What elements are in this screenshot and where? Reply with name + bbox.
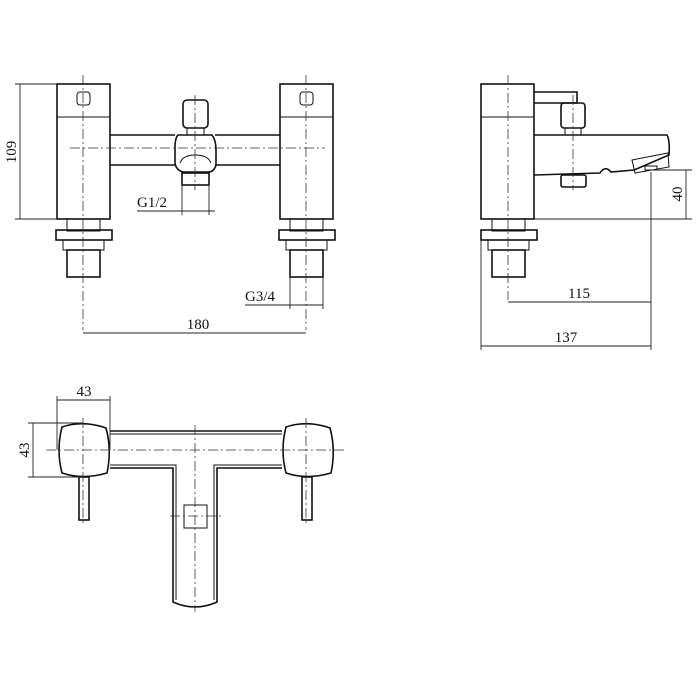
left-tap-body <box>56 83 111 220</box>
left-indicator <box>76 91 91 106</box>
side-view: 40 115 137 <box>480 75 692 350</box>
right-indicator <box>299 91 314 106</box>
inlet-thread-label: G3/4 <box>245 289 276 305</box>
side-lever <box>534 91 578 104</box>
right-tap-body <box>279 83 334 220</box>
outlet-nipple <box>181 172 210 186</box>
plan-view: 43 43 <box>17 384 345 612</box>
front-view: 109 G1/2 G3/4 180 <box>4 75 336 334</box>
shower-outlet <box>174 134 217 173</box>
diverter-square <box>183 504 208 529</box>
centres-dim-label: 180 <box>187 317 210 333</box>
left-lever <box>78 476 90 521</box>
handle-depth-dim-label: 43 <box>17 443 33 458</box>
right-lever <box>301 476 313 521</box>
spout <box>533 134 671 176</box>
diverter-knob <box>182 99 209 129</box>
plan-body <box>110 430 282 608</box>
outlet-thread-label: G1/2 <box>137 195 167 211</box>
right-handle <box>282 422 335 478</box>
overall-depth-dim-label: 137 <box>555 330 578 346</box>
spout-reach-dim-label: 115 <box>568 286 590 302</box>
left-handle <box>58 422 111 478</box>
spout-height-dim-label: 40 <box>670 187 686 202</box>
handle-width-dim-label: 43 <box>77 384 92 400</box>
height-dim-label: 109 <box>4 141 20 164</box>
side-tap-body <box>480 83 535 220</box>
